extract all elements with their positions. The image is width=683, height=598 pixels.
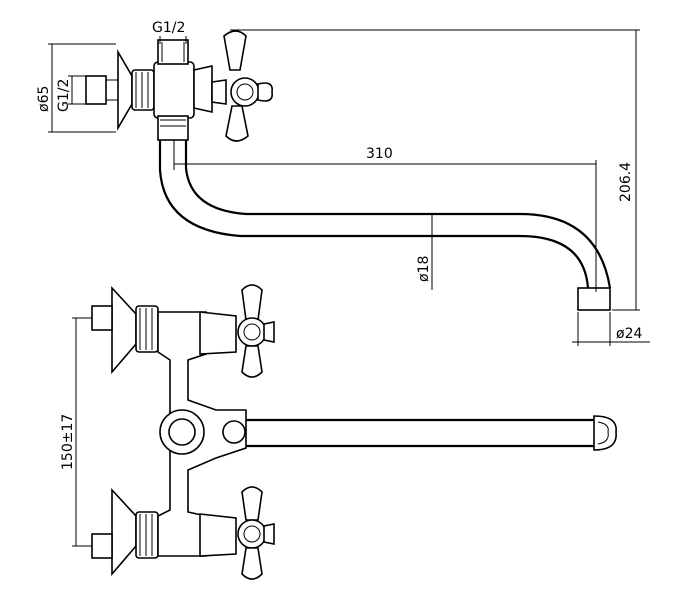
upper-cross-handle — [237, 284, 275, 378]
spout-tube-diameter-label: ø18 — [416, 256, 432, 282]
overall-height-label: 206.4 — [618, 162, 634, 202]
front-view — [91, 284, 617, 580]
cross-handle-side — [211, 30, 274, 142]
inlet-thread-vertical-label: G1/2 — [56, 79, 72, 112]
mixer-body — [157, 311, 247, 557]
lower-cross-handle — [237, 486, 275, 580]
spout-outlet-diameter-label: ø24 — [616, 326, 642, 342]
inlet-thread-label: G1/2 — [152, 20, 185, 36]
upper-escutcheon — [91, 285, 159, 375]
lower-escutcheon — [91, 487, 159, 577]
spout-front — [246, 415, 617, 451]
dimension-labels: G1/2 ø65 G1/2 310 206.4 ø18 ø24 150±17 — [36, 20, 642, 470]
centre-distance-label: 150±17 — [60, 414, 76, 470]
side-view — [85, 30, 612, 311]
dimension-lines — [48, 29, 650, 547]
valve-body — [153, 39, 213, 141]
wall-escutcheon — [85, 49, 155, 131]
spout-side — [158, 140, 612, 311]
escutcheon-diameter-label: ø65 — [36, 86, 52, 112]
spout-reach-label: 310 — [366, 146, 393, 162]
